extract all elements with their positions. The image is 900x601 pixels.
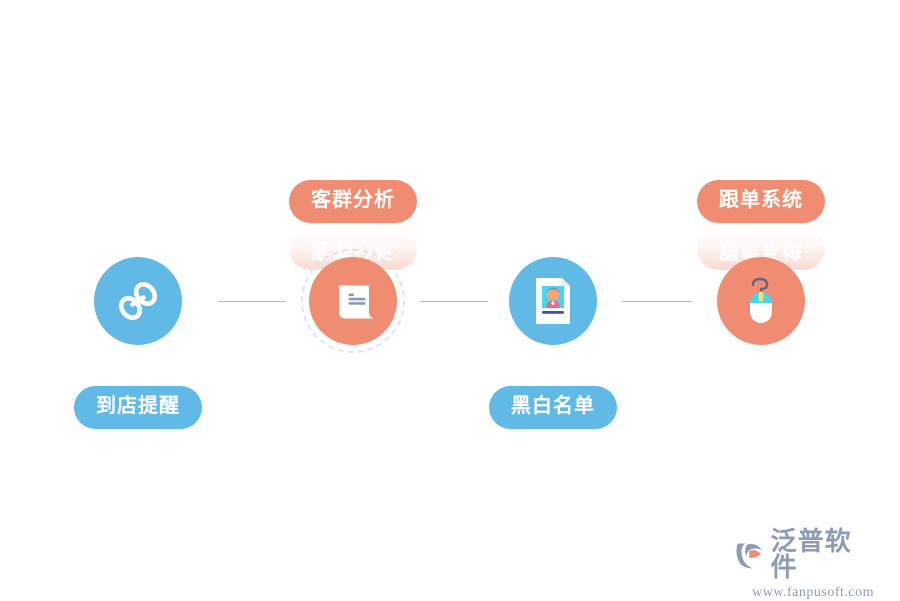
watermark-url: www.fanpusoft.com (752, 585, 874, 600)
node-2-label-pill[interactable]: 客群分析 (289, 180, 417, 223)
chain-link-icon (118, 282, 158, 320)
id-card-icon (536, 278, 570, 324)
node-1-circle[interactable] (94, 257, 182, 345)
node-2-circle-wrap (301, 249, 405, 353)
node-1-label-pill[interactable]: 到店提醒 (74, 386, 202, 429)
node-3-label-pill[interactable]: 黑白名单 (489, 386, 617, 429)
flow-node-2[interactable]: 客群分析 客群分析 (253, 150, 453, 460)
node-3-circle-wrap (509, 257, 597, 345)
connector-node2-node3 (420, 301, 488, 302)
scroll-document-icon (339, 285, 375, 319)
computer-mouse-icon (750, 277, 772, 323)
node-2-circle[interactable] (309, 257, 397, 345)
watermark-brand-text: 泛普软件 (770, 526, 852, 582)
node-2-dashed-ring (301, 249, 405, 353)
node-3-circle[interactable] (509, 257, 597, 345)
connector-node1-node2 (218, 301, 286, 302)
node-4-circle[interactable] (717, 257, 805, 345)
flow-node-3[interactable]: 黑白名单 (453, 150, 653, 460)
flow-node-4[interactable]: 跟单系统 跟单系统 (661, 150, 861, 460)
watermark: 泛普软件 www.fanpusoft.com (734, 528, 874, 600)
node-4-circle-wrap (717, 257, 805, 345)
fanpu-logo-icon (736, 543, 762, 569)
connector-node3-node4 (622, 301, 692, 302)
flow-node-1[interactable]: 到店提醒 (38, 150, 238, 460)
node-4-label-pill[interactable]: 跟单系统 (697, 180, 825, 223)
watermark-brand-row: 泛普软件 (734, 528, 874, 580)
node-1-circle-wrap (94, 257, 182, 345)
